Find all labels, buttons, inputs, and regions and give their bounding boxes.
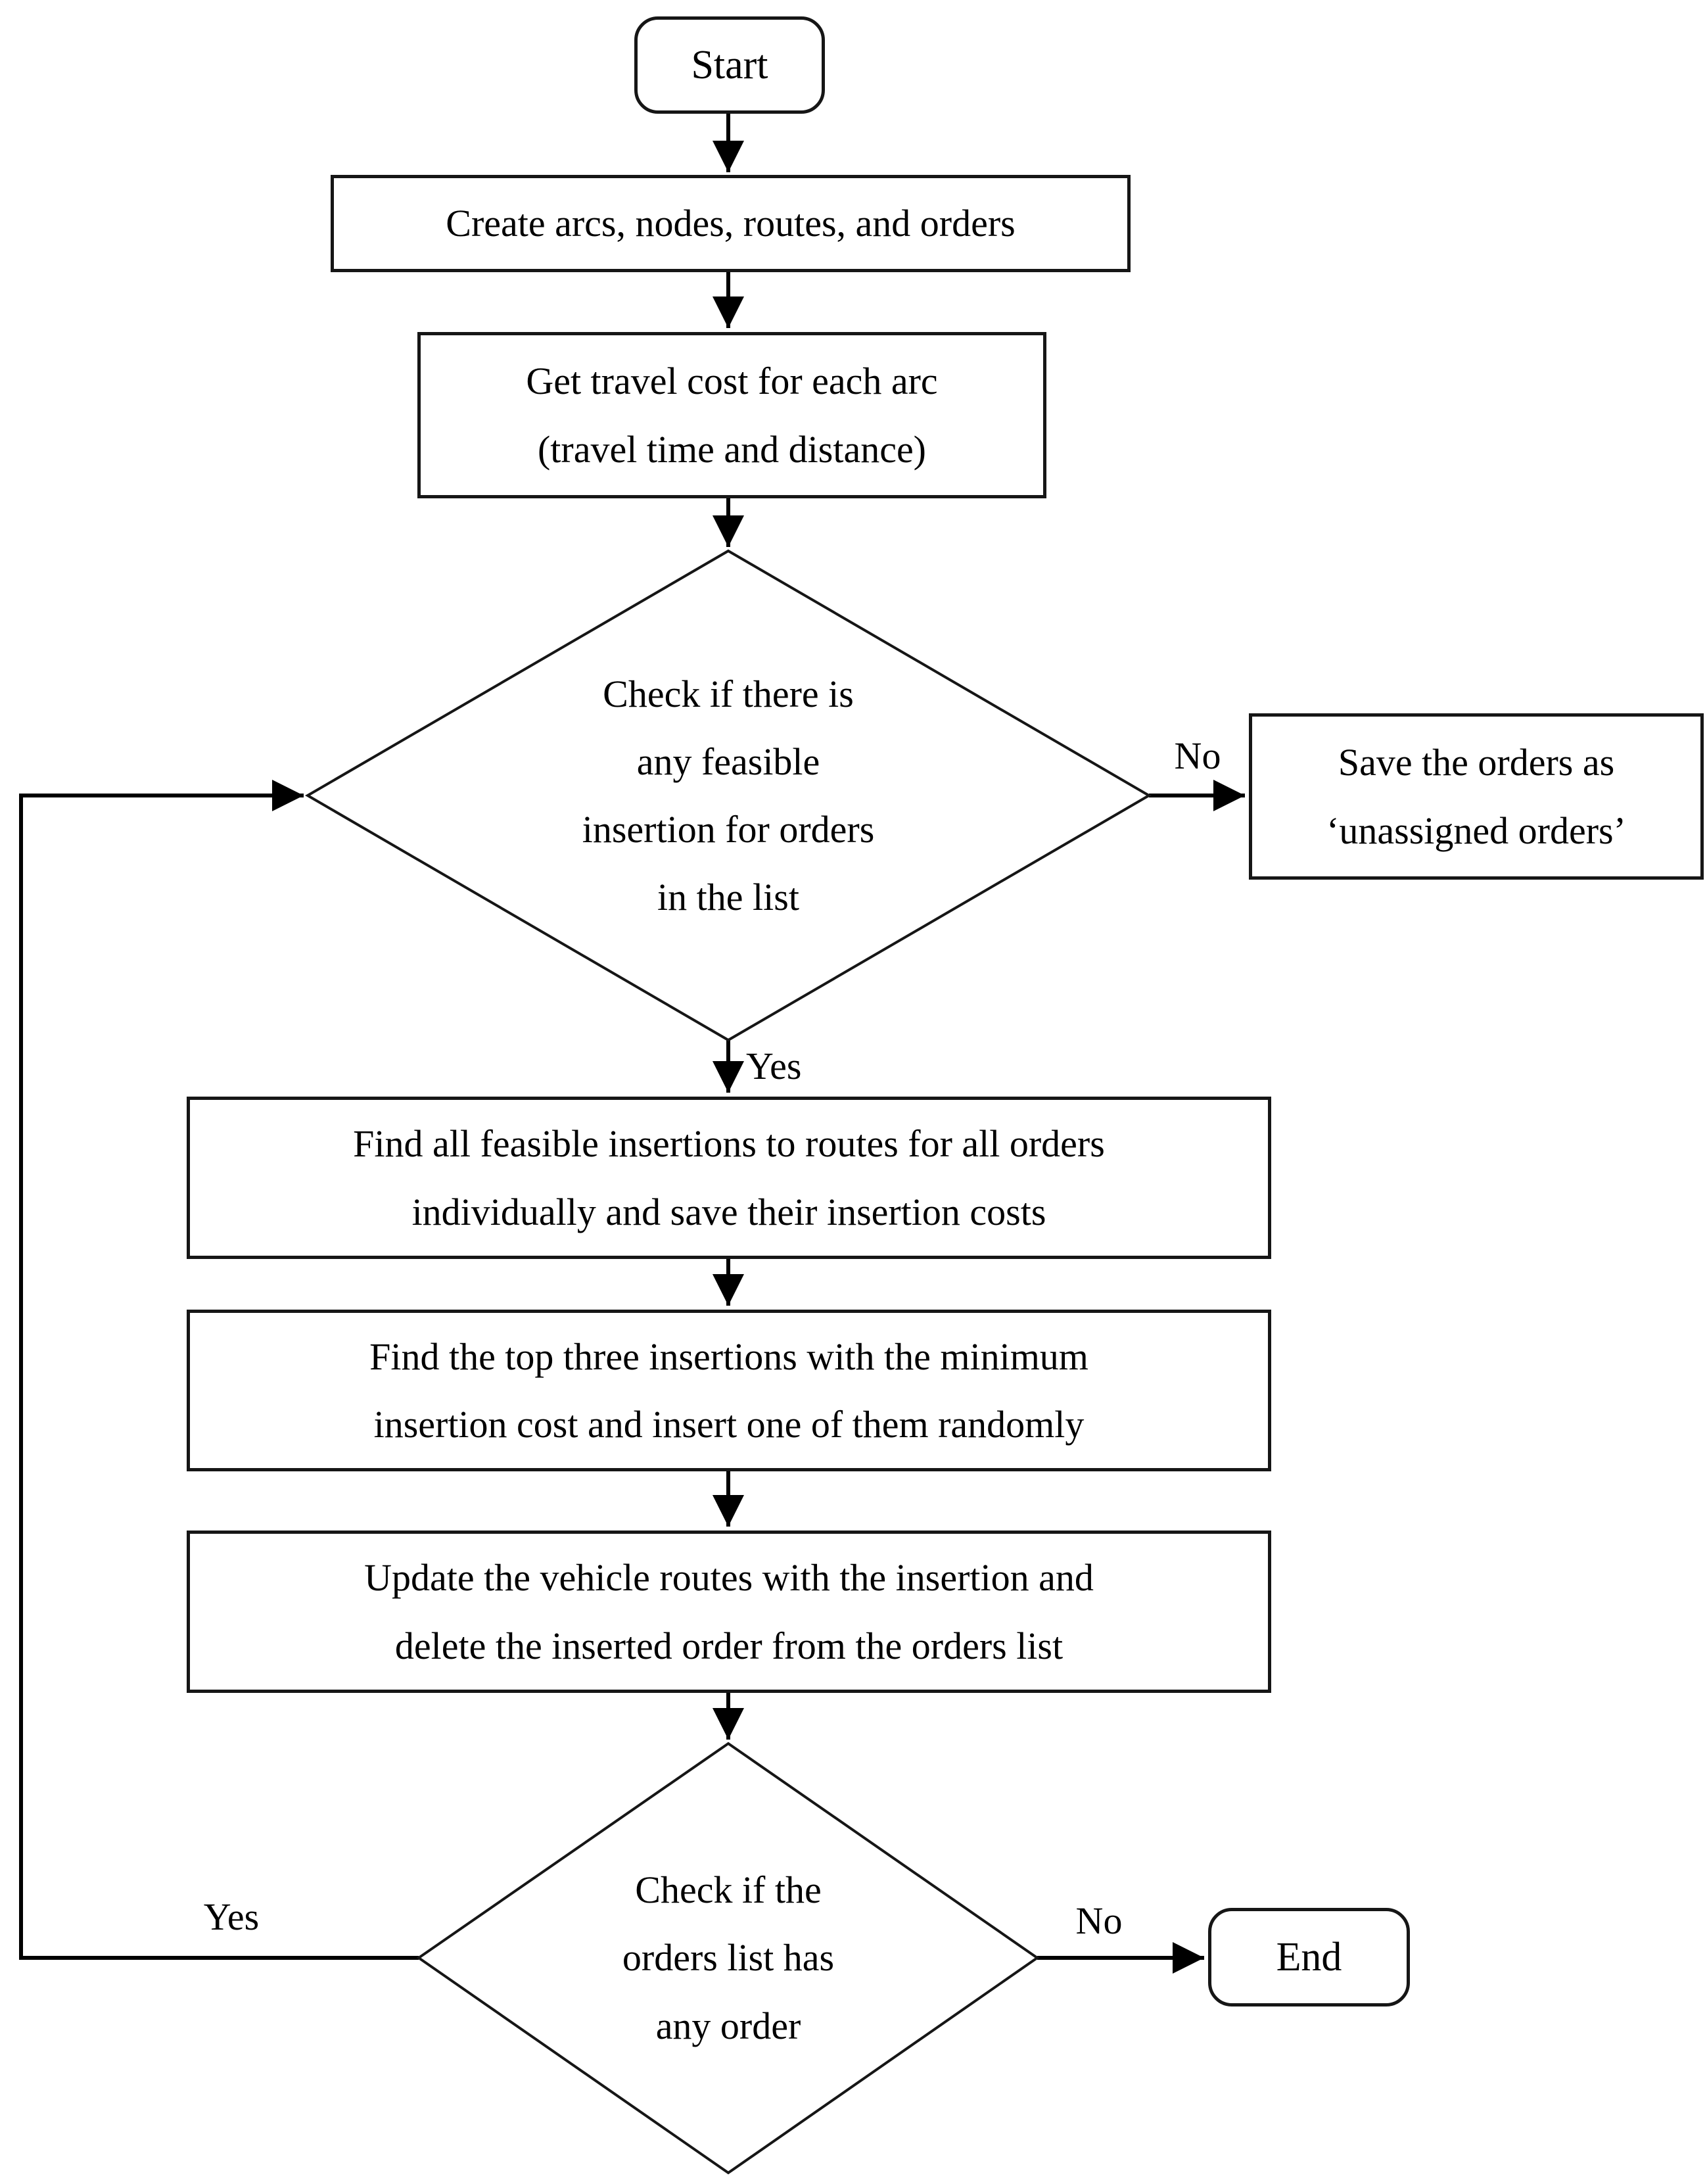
process-update-routes-line2: delete the inserted order from the order…	[394, 1624, 1064, 1667]
process-create-arcs: Create arcs, nodes, routes, and orders	[331, 175, 1131, 272]
decision-feasible-line4: in the list	[657, 876, 799, 919]
process-travel-cost-line1: Get travel cost for each arc	[526, 360, 938, 403]
process-find-insertions: Find all feasible insertions to routes f…	[187, 1097, 1271, 1259]
label-feasible-yes: Yes	[746, 1045, 802, 1087]
process-update-routes: Update the vehicle routes with the inser…	[187, 1531, 1271, 1693]
process-find-insertions-line1: Find all feasible insertions to routes f…	[353, 1122, 1105, 1166]
process-create-arcs-label: Create arcs, nodes, routes, and orders	[446, 202, 1016, 245]
process-update-routes-line1: Update the vehicle routes with the inser…	[364, 1556, 1094, 1600]
edge-orders-yes-loop	[19, 780, 419, 1960]
decision-orders-line3: any order	[655, 2004, 801, 2047]
process-travel-cost: Get travel cost for each arc (travel tim…	[417, 332, 1046, 498]
label-orders-yes: Yes	[203, 1895, 260, 1938]
process-top-three-line1: Find the top three insertions with the m…	[369, 1335, 1088, 1378]
process-top-three-line2: insertion cost and insert one of them ra…	[373, 1403, 1085, 1446]
decision-orders-diamond	[416, 1742, 1040, 2175]
decision-feasible-line3: insertion for orders	[582, 808, 875, 851]
process-save-unassigned-line2: ‘unassigned orders’	[1326, 809, 1626, 852]
decision-feasible-diamond	[305, 549, 1152, 1042]
decision-feasible-line2: any feasible	[636, 740, 820, 783]
decision-orders-text: Check if the orders list has any order	[433, 1793, 1024, 2122]
decision-orders-line2: orders list has	[622, 1936, 835, 1980]
process-travel-cost-line2: (travel time and distance)	[537, 427, 927, 471]
decision-feasible-line1: Check if there is	[603, 672, 854, 715]
start-label: Start	[691, 42, 768, 87]
label-feasible-no: No	[1174, 734, 1221, 777]
start-node: Start	[634, 16, 825, 114]
process-top-three: Find the top three insertions with the m…	[187, 1310, 1271, 1471]
end-label: End	[1276, 1934, 1342, 1980]
end-node: End	[1208, 1908, 1410, 2006]
process-find-insertions-line2: individually and save their insertion co…	[411, 1190, 1046, 1233]
process-save-unassigned-line1: Save the orders as	[1338, 741, 1615, 784]
label-orders-no: No	[1075, 1899, 1123, 1942]
decision-orders-line1: Check if the	[635, 1868, 822, 1912]
decision-feasible-text: Check if there is any feasible insertion…	[400, 598, 1057, 993]
process-save-unassigned: Save the orders as ‘unassigned orders’	[1249, 713, 1704, 880]
